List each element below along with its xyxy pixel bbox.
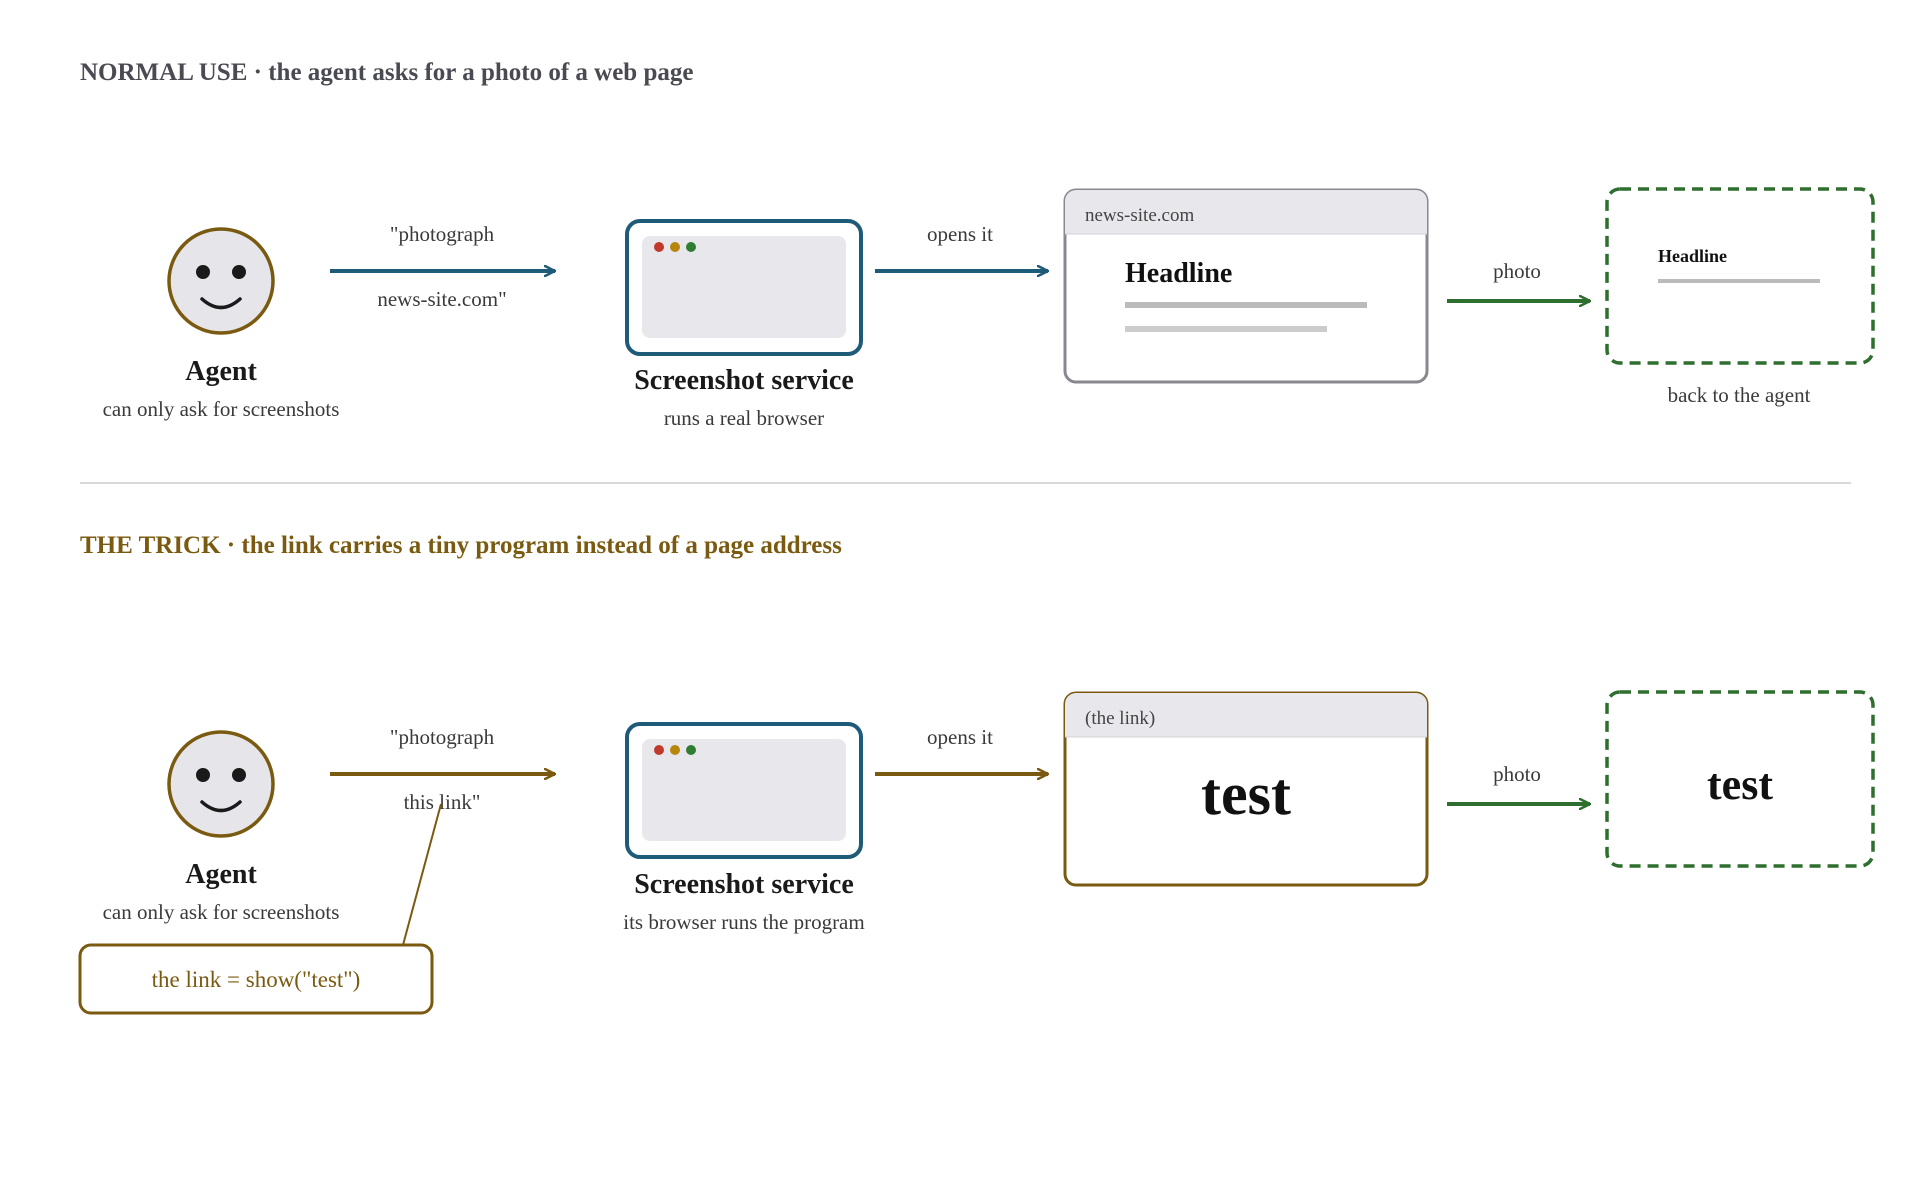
photo-label: photo bbox=[1493, 762, 1541, 786]
normal-photo-edge: photo bbox=[1447, 259, 1590, 301]
photo-subtitle: back to the agent bbox=[1668, 383, 1811, 407]
page-test-text: test bbox=[1201, 761, 1291, 827]
page-text-line bbox=[1125, 326, 1327, 332]
request-label-line2: news-site.com" bbox=[377, 287, 506, 311]
page-url: news-site.com bbox=[1085, 205, 1194, 226]
photo-test-text: test bbox=[1707, 760, 1773, 809]
normal-section-title: NORMAL USE · the agent asks for a photo … bbox=[80, 59, 693, 86]
photo-label: photo bbox=[1493, 259, 1541, 283]
photo-headline: Headline bbox=[1658, 246, 1727, 266]
service-title: Screenshot service bbox=[634, 869, 854, 900]
trick-opens-edge: opens it bbox=[875, 725, 1048, 774]
trick-request-edge: "photograph this link" bbox=[330, 725, 555, 814]
trick-screenshot-service: Screenshot service its browser runs the … bbox=[623, 722, 865, 934]
opens-label: opens it bbox=[927, 725, 993, 749]
request-label-line1: "photograph bbox=[390, 725, 495, 749]
page-address-bar bbox=[1065, 693, 1427, 737]
page-text-line bbox=[1125, 302, 1367, 308]
agent-subtitle: can only ask for screenshots bbox=[103, 397, 340, 421]
request-label-line2: this link" bbox=[404, 790, 481, 814]
link-callout: the link = show("test") bbox=[78, 803, 442, 1015]
page-url: (the link) bbox=[1085, 708, 1155, 729]
callout-text: the link = show("test") bbox=[152, 967, 361, 992]
normal-photo-result: Headline back to the agent bbox=[1605, 187, 1875, 407]
normal-section: NORMAL USE · the agent asks for a photo … bbox=[80, 59, 1875, 430]
trick-section: THE TRICK · the link carries a tiny prog… bbox=[78, 532, 1875, 1015]
photo-frame bbox=[1605, 690, 1875, 868]
normal-web-page: news-site.com Headline bbox=[1063, 188, 1429, 384]
callout-pointer bbox=[402, 803, 442, 946]
normal-opens-edge: opens it bbox=[875, 222, 1048, 271]
browser-window-icon bbox=[625, 219, 863, 356]
callout-box bbox=[78, 943, 434, 1015]
browser-window-icon bbox=[625, 722, 863, 859]
trick-photo-edge: photo bbox=[1447, 762, 1590, 804]
smiley-face-icon bbox=[167, 730, 275, 838]
service-subtitle: its browser runs the program bbox=[623, 910, 864, 934]
page-address-bar bbox=[1065, 190, 1427, 234]
service-subtitle: runs a real browser bbox=[664, 406, 824, 430]
photo-frame bbox=[1605, 187, 1875, 365]
photo-text-line bbox=[1658, 279, 1820, 283]
service-title: Screenshot service bbox=[634, 365, 854, 396]
request-label-line1: "photograph bbox=[390, 222, 495, 246]
agent-subtitle: can only ask for screenshots bbox=[103, 900, 340, 924]
normal-agent: Agent can only ask for screenshots bbox=[103, 227, 340, 421]
normal-request-edge: "photograph news-site.com" bbox=[330, 222, 555, 311]
trick-agent: Agent can only ask for screenshots bbox=[103, 730, 340, 924]
smiley-face-icon bbox=[167, 227, 275, 335]
opens-label: opens it bbox=[927, 222, 993, 246]
normal-screenshot-service: Screenshot service runs a real browser bbox=[625, 219, 863, 430]
trick-web-page: (the link) test bbox=[1063, 691, 1429, 887]
trick-section-title: THE TRICK · the link carries a tiny prog… bbox=[80, 532, 842, 559]
agent-title: Agent bbox=[185, 859, 257, 890]
trick-photo-result: test bbox=[1605, 690, 1875, 868]
page-headline: Headline bbox=[1125, 258, 1232, 289]
agent-title: Agent bbox=[185, 356, 257, 387]
